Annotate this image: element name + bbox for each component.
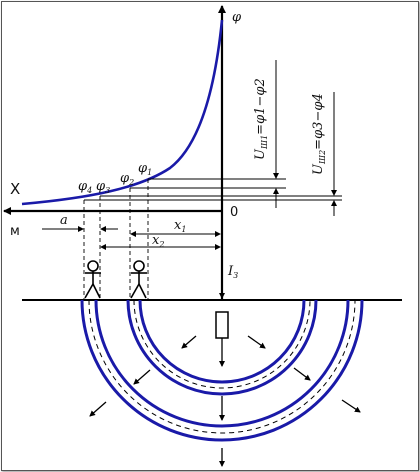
standing-person-icon	[84, 260, 101, 299]
origin-label: 0	[230, 205, 238, 220]
phi1-label: φ1	[138, 161, 152, 177]
potential-curve	[21, 19, 224, 206]
potential-ring-3	[80, 299, 364, 442]
x1-label: x1	[174, 218, 186, 234]
phi2-label: φ2	[120, 171, 134, 187]
potential-ring-2	[138, 299, 306, 384]
phi-axis-label: φ	[232, 10, 242, 25]
phi3-label: φ3	[96, 179, 110, 195]
u-sh1-label: UШ1=φ1−φ2	[253, 78, 269, 160]
phi4-label: φ4	[78, 179, 92, 195]
potential-ring-1	[126, 299, 318, 396]
current-flow-arrow	[89, 401, 107, 417]
current-label: IЗ	[227, 264, 238, 280]
current-flow-arrow	[247, 335, 266, 349]
x-axis-label: X	[10, 180, 20, 198]
current-flow-arrow	[133, 369, 151, 385]
current-flow-arrow	[341, 399, 361, 413]
unit-label: м	[10, 224, 20, 239]
potential-ring-4	[94, 299, 350, 428]
dashed-ring-2	[88, 299, 356, 434]
standing-person-icon	[130, 260, 147, 299]
u-sh2-label: UШ2=φ3−φ4	[311, 93, 327, 175]
a-label: a	[60, 213, 68, 228]
dashed-ring-1	[133, 299, 311, 389]
current-flow-arrow	[181, 335, 197, 349]
x2-label: x2	[152, 233, 164, 249]
ground-electrode	[215, 311, 229, 339]
current-flow-arrow	[293, 367, 311, 381]
